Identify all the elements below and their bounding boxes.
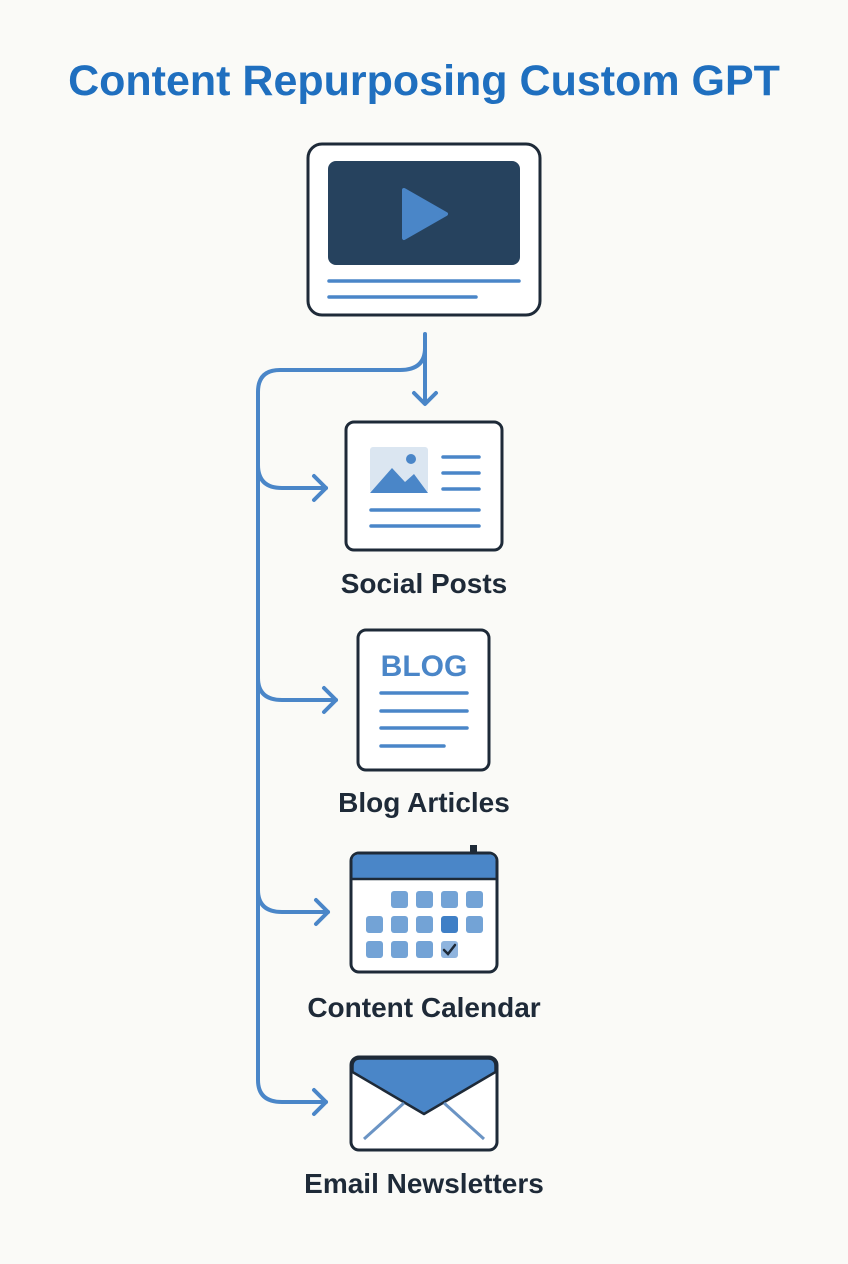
output-label-blog-articles: Blog Articles: [338, 787, 510, 818]
calendar-icon: [349, 845, 499, 974]
blog-document-icon: BLOG: [356, 628, 491, 772]
blog-icon-text: BLOG: [381, 650, 468, 683]
output-label-social-posts: Social Posts: [341, 568, 508, 599]
diagram-title: Content Repurposing Custom GPT: [68, 57, 780, 105]
output-label-email-newsletters: Email Newsletters: [304, 1168, 544, 1199]
check-icon: [442, 943, 457, 956]
video-player-icon: [306, 142, 542, 317]
down-arrow-head: [412, 391, 438, 406]
envelope-icon: [349, 1055, 499, 1152]
social-post-icon: [344, 420, 504, 552]
flow-connectors: [256, 332, 438, 1116]
output-label-content-calendar: Content Calendar: [307, 992, 540, 1023]
